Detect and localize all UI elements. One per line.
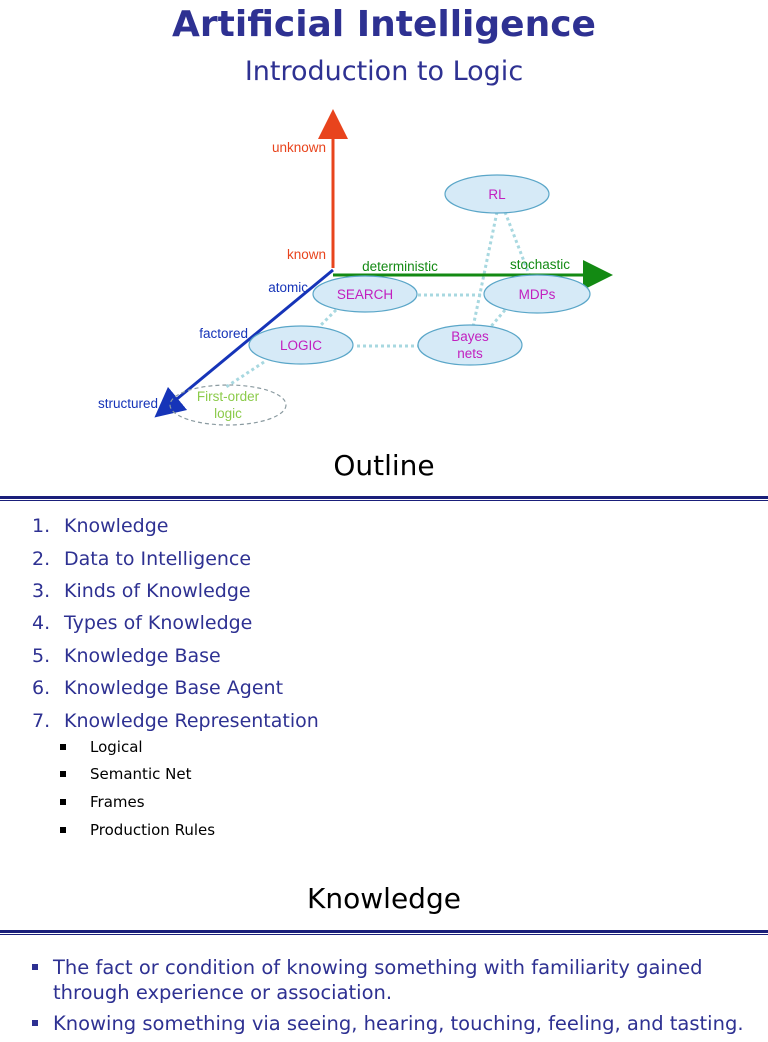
outline-heading: Outline	[333, 449, 435, 482]
outline-subitem: Frames	[60, 788, 215, 816]
connector-logic-fol	[225, 360, 265, 389]
outline-subitem-label: Logical	[90, 737, 143, 756]
square-bullet-icon	[60, 771, 66, 778]
outline-item-number: 6.	[32, 677, 51, 700]
knowledge-bullets: The fact or condition of knowing somethi…	[32, 955, 752, 1042]
outline-item-number: 7.	[32, 709, 51, 732]
node-mdps-label: MDPs	[519, 287, 556, 302]
connector-search-logic	[316, 308, 338, 330]
axis-label-factored: factored	[199, 326, 248, 341]
outline-item-number: 2.	[32, 547, 51, 570]
node-rl-label: RL	[488, 187, 506, 202]
outline-item-label: Knowledge Base	[64, 644, 221, 667]
connector-rl-bayes	[470, 211, 499, 333]
square-bullet-icon	[60, 826, 66, 833]
outline-subitem: Logical	[60, 733, 215, 761]
outline-sublist: Logical Semantic Net Frames Production R…	[60, 733, 215, 843]
outline-item: 2. Data to Intelligence	[32, 542, 319, 574]
node-search-label: SEARCH	[337, 287, 393, 302]
node-mdps: MDPs	[483, 274, 591, 314]
knowledge-heading: Knowledge	[307, 882, 461, 915]
axis-label-structured: structured	[98, 396, 158, 411]
outline-item: 7. Knowledge Representation	[32, 704, 319, 736]
node-fol-label-1: First-order	[197, 389, 260, 404]
outline-item: 3. Kinds of Knowledge	[32, 575, 319, 607]
square-bullet-icon	[32, 1020, 38, 1026]
outline-item-label: Kinds of Knowledge	[64, 579, 251, 602]
outline-subitem: Production Rules	[60, 816, 215, 844]
outline-subitem-label: Frames	[90, 792, 145, 811]
square-bullet-icon	[60, 798, 66, 805]
knowledge-divider	[0, 930, 768, 935]
connector-mdps-bayes	[486, 309, 507, 331]
outline-item-number: 5.	[32, 644, 51, 667]
outline-item: 5. Knowledge Base	[32, 640, 319, 672]
outline-item-label: Knowledge Base Agent	[64, 677, 284, 700]
outline-item-number: 4.	[32, 612, 51, 635]
outline-list: 1. Knowledge 2. Data to Intelligence 3. Kin…	[32, 510, 319, 737]
outline-item-label: Data to Intelligence	[64, 547, 252, 570]
square-bullet-icon	[60, 743, 66, 750]
knowledge-bullet: The fact or condition of knowing somethi…	[32, 955, 752, 1005]
slide-subtitle: Introduction to Logic	[244, 56, 524, 87]
outline-item-label: Knowledge Representation	[64, 709, 319, 732]
node-bayes-nets: Bayes nets	[417, 324, 523, 366]
slide-title: Artificial Intelligence	[172, 4, 596, 45]
outline-divider	[0, 496, 768, 501]
axis-label-atomic: atomic	[268, 280, 308, 295]
node-logic-label: LOGIC	[280, 338, 322, 353]
connector-lines	[225, 211, 534, 389]
outline-item: 6. Knowledge Base Agent	[32, 672, 319, 704]
node-search: SEARCH	[312, 275, 418, 313]
knowledge-bullet-text: The fact or condition of knowing somethi…	[53, 956, 703, 1004]
node-logic: LOGIC	[248, 325, 354, 365]
axis-label-unknown: unknown	[272, 140, 326, 155]
node-bayes-label-1: Bayes	[451, 329, 489, 344]
outline-item: 4. Types of Knowledge	[32, 607, 319, 639]
outline-subitem-label: Semantic Net	[90, 765, 192, 784]
outline-item-label: Types of Knowledge	[64, 612, 253, 635]
outline-item-label: Knowledge	[64, 515, 169, 538]
node-rl: RL	[444, 174, 550, 214]
node-bayes-label-2: nets	[457, 346, 483, 361]
representation-axis	[154, 268, 334, 418]
outline-item-number: 3.	[32, 579, 51, 602]
outline-subitem-label: Production Rules	[90, 820, 216, 839]
node-first-order-logic: First-order logic	[169, 384, 287, 426]
outline-item-number: 1.	[32, 515, 51, 538]
connector-rl-mdps	[503, 211, 534, 283]
axis-label-deterministic: deterministic	[362, 259, 438, 274]
node-fol-label-2: logic	[214, 406, 242, 421]
axis-label-stochastic: stochastic	[510, 257, 570, 272]
axis-label-known: known	[287, 247, 326, 262]
outline-item: 1. Knowledge	[32, 510, 319, 542]
square-bullet-icon	[32, 964, 38, 970]
outline-subitem: Semantic Net	[60, 761, 215, 789]
ai-landscape-diagram: unknown known deterministic stochastic a…	[98, 109, 613, 426]
